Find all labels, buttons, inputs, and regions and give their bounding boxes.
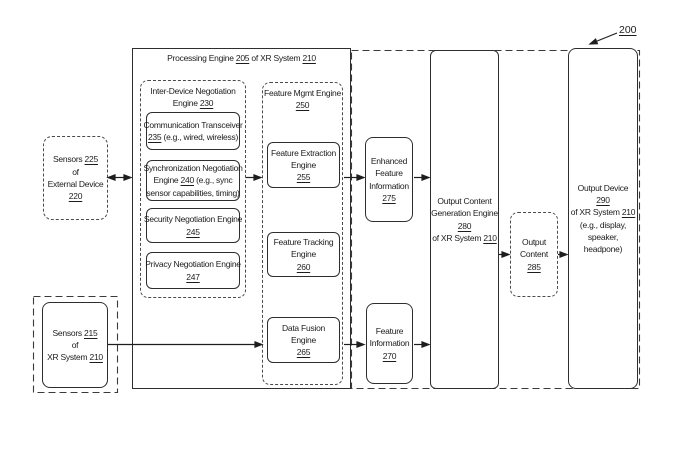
arrow-outputcontent-outputdevice [558, 251, 569, 258]
arrow-external-sensors-processing [106, 174, 133, 181]
figure-ref-label: 200 [619, 24, 637, 36]
processing-engine-box: Processing Engine 205 of XR System 210 [132, 48, 351, 389]
arrow-enhancedinfo-outputgen [414, 174, 431, 181]
figure-ref-pointer-arrow [588, 32, 618, 45]
processing-engine-title: Processing Engine 205 of XR System 210 [167, 53, 316, 63]
arrow-featureinfo-outputgen [414, 341, 431, 348]
arrow-outputgen-outputcontent [499, 251, 511, 258]
